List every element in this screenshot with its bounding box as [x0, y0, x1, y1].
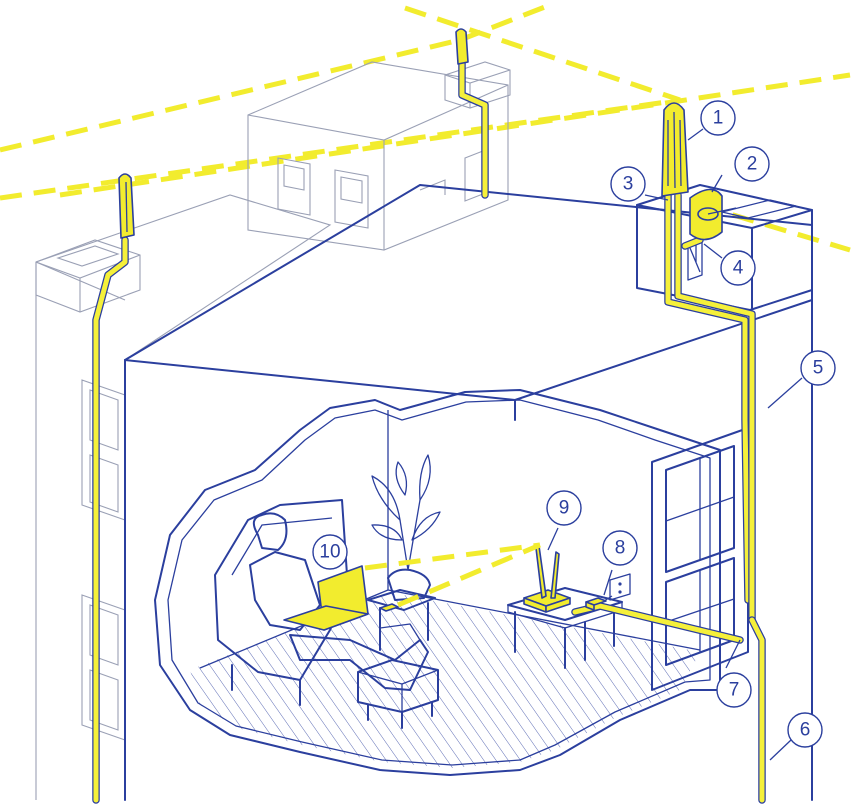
callout-9: 9: [547, 491, 581, 525]
callout-8: 8: [603, 531, 637, 565]
callout-4: 4: [721, 251, 755, 285]
callout-6-label: 6: [800, 720, 811, 741]
callout-3: 3: [611, 167, 645, 201]
callout-4-label: 4: [733, 258, 744, 279]
wall-socket: [610, 574, 630, 600]
callout-2: 2: [735, 147, 769, 181]
callout-7-label: 7: [729, 680, 740, 701]
callout-8-label: 8: [615, 538, 626, 559]
callout-10-label: 10: [319, 542, 340, 563]
callout-5: 5: [801, 351, 835, 385]
callout-10: 10: [313, 535, 347, 569]
callout-2-label: 2: [747, 154, 758, 175]
callout-9-label: 9: [559, 498, 570, 519]
wifi-router: [524, 546, 570, 612]
callout-5-label: 5: [813, 358, 824, 379]
cutaway-room: [155, 390, 748, 775]
callout-6: 6: [788, 713, 822, 747]
callout-1: 1: [701, 101, 735, 135]
callout-1-label: 1: [713, 108, 724, 129]
callout-3-label: 3: [623, 174, 634, 195]
plant: [372, 455, 440, 600]
callout-7: 7: [717, 673, 751, 707]
